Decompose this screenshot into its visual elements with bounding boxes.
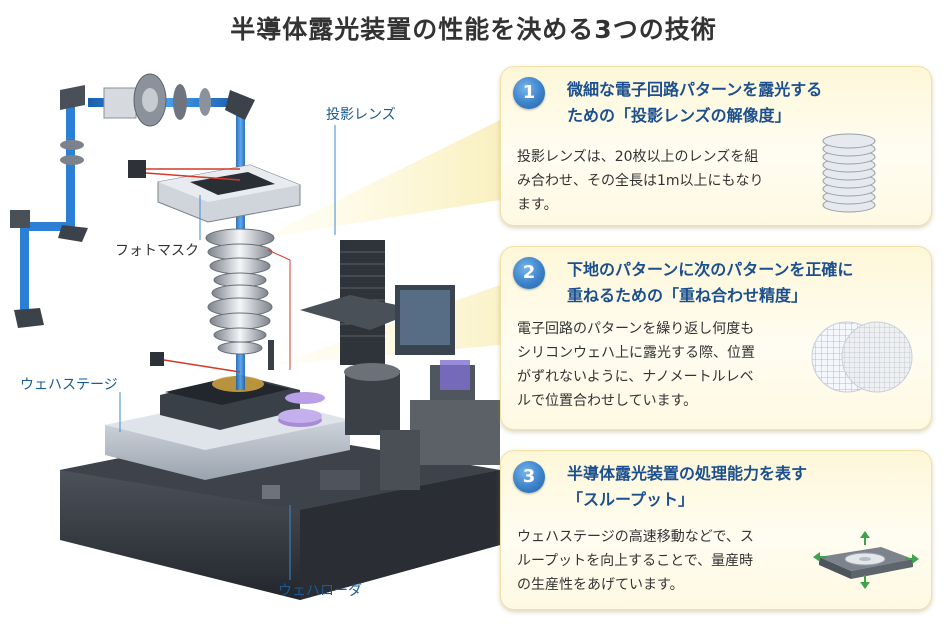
lens-stack-icon	[822, 133, 876, 213]
card-heading: 下地のパターンに次のパターンを正確に 重ねるための「重ね合わせ精度」	[567, 257, 907, 309]
card-heading-line: 下地のパターンに次のパターンを正確に	[567, 260, 854, 279]
card-body-line: の生産性をあげています。	[517, 577, 684, 593]
label-wafer-stage: ウェハステージ	[20, 377, 118, 393]
callout-beam-2	[275, 285, 500, 365]
card-heading-line: 微細な電子回路パターンを露光する	[567, 80, 823, 99]
card-heading-line: 半導体露光装置の処理能力を表す	[567, 464, 808, 483]
card-resolution: 1 微細な電子回路パターンを露光する ための「投影レンズの解像度」 投影レンズは…	[500, 66, 932, 226]
leader-lines	[119, 125, 336, 580]
card-heading-line: ための「投影レンズの解像度」	[567, 106, 791, 125]
projection-lens-stack	[205, 228, 275, 355]
card-body-line: 投影レンズは、20枚以上のレンズを組	[517, 149, 759, 165]
card-body-line: み合わせ、その全長は1m以上にもなり	[517, 173, 764, 189]
card-body-line: シリコンウェハ上に露光する際、位置	[517, 345, 755, 361]
card-heading-line: 「スループット」	[567, 490, 695, 509]
card-heading-line: 重ねるための「重ね合わせ精度」	[567, 286, 808, 305]
card-body: ウェハステージの高速移動などで、ス ループットを向上することで、量産時 の生産性…	[517, 525, 817, 597]
card-body-line: ルで位置合わせしています。	[517, 393, 698, 409]
card-body: 電子回路のパターンを繰り返し何度も シリコンウェハ上に露光する際、位置 がずれな…	[517, 317, 817, 413]
card-body-line: ループットを向上することで、量産時	[517, 553, 754, 569]
card-number-badge: 1	[513, 77, 545, 109]
card-throughput: 3 半導体露光装置の処理能力を表す 「スループット」 ウェハステージの高速移動な…	[500, 450, 932, 610]
label-photomask: フォトマスク	[115, 243, 199, 259]
card-body-line: がずれないように、ナノメートルレベ	[517, 369, 754, 385]
card-number-badge: 2	[513, 257, 545, 289]
card-body-line: ウェハステージの高速移動などで、ス	[517, 529, 754, 545]
stage-movement-icon	[813, 531, 919, 589]
card-body: 投影レンズは、20枚以上のレンズを組 み合わせ、その全長は1m以上にもなり ます…	[517, 145, 817, 217]
callout-beam-1	[262, 120, 500, 238]
overlapping-wafers-icon	[811, 321, 913, 393]
card-body-line: ます。	[517, 197, 558, 213]
page-title: 半導体露光装置の性能を決める3つの技術	[230, 15, 717, 44]
card-heading: 半導体露光装置の処理能力を表す 「スループット」	[567, 461, 907, 513]
card-heading: 微細な電子回路パターンを露光する ための「投影レンズの解像度」	[567, 77, 907, 129]
label-projection-lens: 投影レンズ	[326, 107, 396, 123]
card-overlay-accuracy: 2 下地のパターンに次のパターンを正確に 重ねるための「重ね合わせ精度」 電子回…	[500, 246, 932, 430]
label-wafer-loader: ウェハローダ	[278, 583, 362, 599]
card-body-line: 電子回路のパターンを繰り返し何度も	[517, 321, 755, 337]
card-number-badge: 3	[513, 461, 545, 493]
